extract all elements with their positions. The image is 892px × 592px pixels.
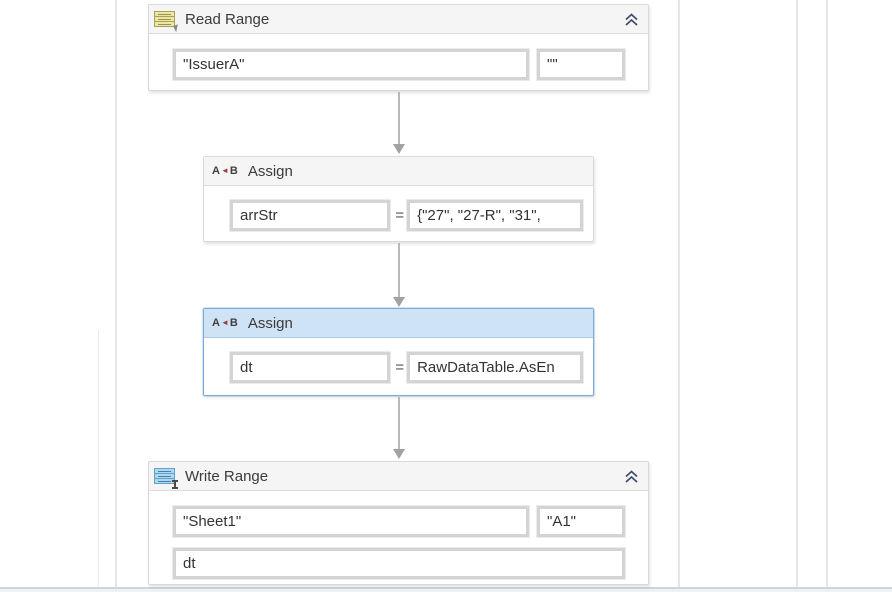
sheet-name-input[interactable]: "Sheet1" bbox=[173, 506, 529, 537]
canvas-bottom-divider bbox=[0, 587, 892, 589]
range-input[interactable]: "" bbox=[537, 49, 625, 80]
read-range-header[interactable]: Read Range bbox=[149, 5, 648, 34]
assign-to-input[interactable]: dt bbox=[230, 352, 391, 383]
collapse-button[interactable] bbox=[621, 9, 641, 29]
flow-arrow bbox=[392, 92, 405, 154]
assign-value-input[interactable]: RawDataTable.AsEn bbox=[407, 352, 583, 383]
sheet-name-input[interactable]: "IssuerA" bbox=[173, 49, 529, 80]
canvas-bottom-strip bbox=[0, 589, 892, 592]
equals-sign: = bbox=[395, 359, 405, 376]
activity-title: Write Range bbox=[185, 467, 269, 485]
assign-value-input[interactable]: {"27", "27-R", "31", bbox=[407, 200, 583, 231]
double-chevron-up-icon bbox=[624, 469, 638, 483]
panel-guide-line-right-2 bbox=[796, 0, 798, 588]
panel-guide-line-right-1 bbox=[678, 0, 680, 588]
excel-write-range-table-icon bbox=[154, 467, 178, 489]
datatable-input[interactable]: dt bbox=[173, 548, 625, 579]
assign-1-header[interactable]: A◄B Assign bbox=[204, 157, 593, 186]
activity-assign-2-selected[interactable]: A◄B Assign dt = RawDataTable.AsEn bbox=[203, 308, 594, 396]
activity-title: Read Range bbox=[185, 10, 270, 28]
activity-assign-1[interactable]: A◄B Assign arrStr = {"27", "27-R", "31", bbox=[203, 156, 594, 242]
assign-to-input[interactable]: arrStr bbox=[230, 200, 391, 231]
panel-guide-line-right-3 bbox=[826, 0, 828, 588]
activity-write-range[interactable]: Write Range "Sheet1" "A1" dt bbox=[148, 461, 649, 585]
double-chevron-up-icon bbox=[624, 12, 638, 26]
assign-2-header[interactable]: A◄B Assign bbox=[204, 309, 593, 338]
text-cursor-icon bbox=[172, 479, 178, 489]
activity-read-range[interactable]: Read Range "IssuerA" "" bbox=[148, 4, 649, 91]
flow-arrow bbox=[392, 243, 405, 307]
activity-title: Assign bbox=[247, 162, 293, 180]
a-arrow-b-icon: A◄B bbox=[212, 316, 238, 329]
write-range-header[interactable]: Write Range bbox=[149, 462, 648, 491]
cursor-pointer-icon bbox=[173, 23, 180, 33]
collapse-button[interactable] bbox=[621, 466, 641, 486]
start-cell-input[interactable]: "A1" bbox=[537, 506, 625, 537]
activity-title: Assign bbox=[247, 314, 293, 332]
equals-sign: = bbox=[395, 207, 405, 224]
panel-guide-line-left-outer bbox=[98, 330, 99, 588]
a-arrow-b-icon: A◄B bbox=[212, 164, 238, 177]
panel-guide-line-left bbox=[115, 0, 117, 588]
excel-read-range-table-icon bbox=[154, 10, 180, 33]
flow-arrow bbox=[392, 397, 405, 459]
